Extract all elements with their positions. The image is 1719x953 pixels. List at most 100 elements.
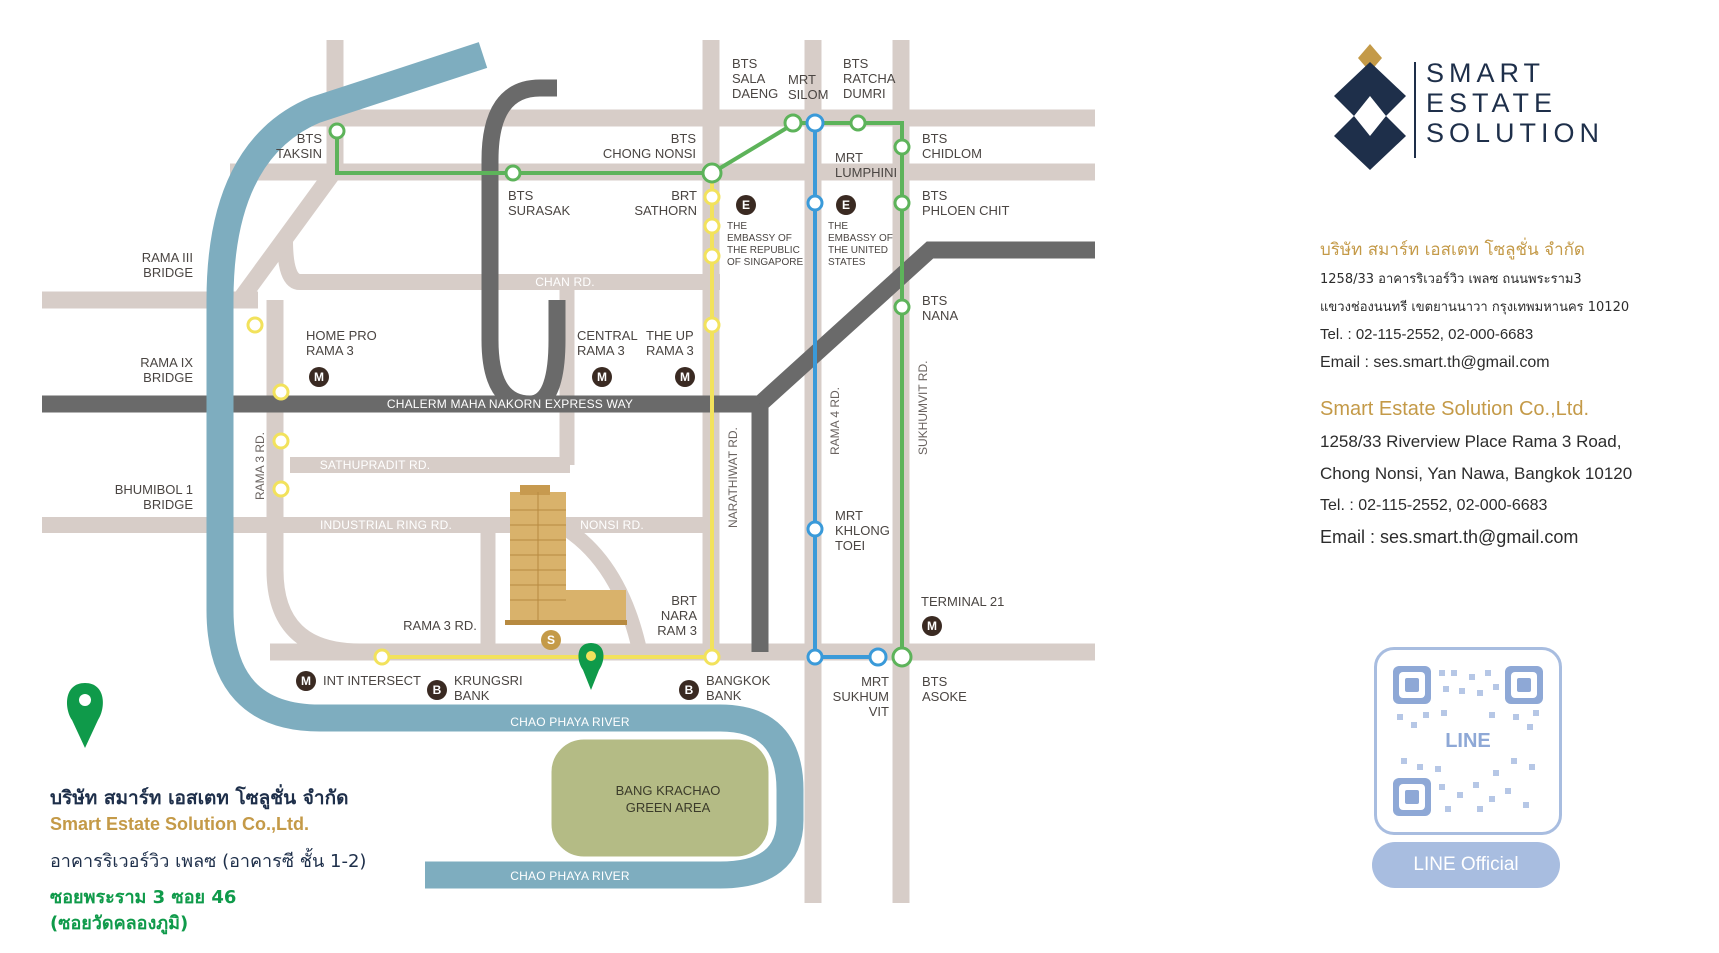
- station-brt-8[interactable]: [272, 432, 290, 450]
- station-mrt-khlong-toei[interactable]: [806, 520, 824, 538]
- legend-building: อาคารริเวอร์วิว เพลซ (อาคารซี ชั้น 1-2): [50, 851, 367, 872]
- company-name-en: Smart Estate Solution Co.,Ltd.: [1320, 398, 1590, 420]
- contact-panel: SMART ESTATE SOLUTION บริษัท สมาร์ท เอสเ…: [1300, 30, 1700, 930]
- road-nonsi-curve: [556, 518, 648, 654]
- station-bts-taksin[interactable]: [328, 122, 346, 140]
- qr-center-text: LINE: [1445, 730, 1491, 752]
- landmark-terminal21: TERMINAL 21: [921, 594, 1004, 609]
- embassy-icon-letter: E: [742, 198, 750, 212]
- station-bts-chong-nonsi[interactable]: [701, 162, 723, 184]
- road-labels: CHAN RD. CHALERM MAHA NAKORN EXPRESS WAY…: [253, 275, 930, 633]
- riverview-place-building: [505, 485, 627, 625]
- embassy-icon-singapore[interactable]: [736, 195, 756, 215]
- tel-th: Tel. : 02-115-2552, 02-000-6683: [1320, 326, 1534, 343]
- station-mrt-sukhumvit[interactable]: [868, 647, 888, 667]
- road-label-narathiwat: NARATHIWAT RD.: [726, 427, 740, 528]
- address-th-line1: 1258/33 อาคารริเวอร์วิว เพลซ ถนนพระราม3: [1320, 272, 1582, 287]
- station-brt-7[interactable]: [272, 383, 290, 401]
- chao-phraya-river: [206, 42, 804, 889]
- station-bts-chidlom[interactable]: [893, 138, 911, 156]
- road-label-nonsi: NONSI RD.: [580, 518, 644, 532]
- station-mrt-sukhumvit-2[interactable]: [806, 648, 824, 666]
- bank-icon-krungsri[interactable]: [427, 680, 447, 700]
- road-label-expressway: CHALERM MAHA NAKORN EXPRESS WAY: [387, 397, 633, 411]
- station-brt-5[interactable]: [373, 648, 391, 666]
- river-label-bottom: CHAO PHAYA RIVER: [510, 869, 630, 883]
- station-bts-asoke[interactable]: [891, 646, 913, 668]
- station-mrt-silom[interactable]: [805, 113, 825, 133]
- expressway-loop: [481, 79, 566, 413]
- location-pin-icon[interactable]: [578, 643, 604, 690]
- green-area: [548, 736, 772, 860]
- line-official-button[interactable]: LINE Official: [1372, 842, 1560, 888]
- road-label-sathupradit: SATHUPRADIT RD.: [320, 458, 431, 472]
- road-label-rama3-vertical: RAMA 3 RD.: [253, 432, 267, 500]
- station-brt-3[interactable]: [703, 247, 721, 265]
- legend: บริษัท สมาร์ท เอสเตท โซลูชั่น จำกัด Smar…: [50, 785, 510, 937]
- embassy-icon-letter: E: [842, 198, 850, 212]
- station-brt-2[interactable]: [703, 217, 721, 235]
- email-en: Email : ses.smart.th@gmail.com: [1320, 527, 1579, 547]
- legend-soi: ซอยพระราม 3 ซอย 46: [50, 887, 237, 908]
- company-name-th: บริษัท สมาร์ท เอสเตท โซลูชั่น จำกัด: [1320, 240, 1585, 260]
- company-logo: SMART ESTATE SOLUTION: [1330, 44, 1630, 174]
- station-bts-ratchadamri[interactable]: [849, 114, 867, 132]
- station-bts-surasak[interactable]: [504, 164, 522, 182]
- mall-icon-letter: M: [314, 370, 324, 384]
- line-official-label: LINE Official: [1413, 854, 1519, 875]
- mall-icon-letter: M: [301, 674, 311, 688]
- site-icon-letter: S: [547, 633, 555, 647]
- road-diag-taksin: [233, 164, 342, 306]
- road-label-industrial: INDUSTRIAL RING RD.: [320, 518, 452, 532]
- logo-word-smart: SMART: [1426, 58, 1546, 88]
- station-markers: [246, 113, 913, 668]
- site-icon[interactable]: [541, 630, 561, 650]
- station-brt-sathorn[interactable]: [703, 188, 721, 206]
- tel-en: Tel. : 02-115-2552, 02-000-6683: [1320, 497, 1548, 514]
- station-bts-phloen-chit[interactable]: [893, 194, 911, 212]
- email-th: Email : ses.smart.th@gmail.com: [1320, 354, 1550, 371]
- legend-company-th: บริษัท สมาร์ท เอสเตท โซลูชั่น จำกัด: [50, 787, 349, 809]
- mall-icon-int-intersect[interactable]: [296, 671, 316, 691]
- line-qr-code[interactable]: LINE: [1374, 647, 1562, 835]
- embassy-icon-usa[interactable]: [836, 195, 856, 215]
- landmark-int-intersect: INT INTERSECT: [323, 673, 421, 688]
- road-label-rama3: RAMA 3 RD.: [403, 618, 477, 633]
- station-brt-6[interactable]: [246, 316, 264, 334]
- bank-icon-letter: B: [433, 683, 442, 697]
- station-brt-9[interactable]: [272, 480, 290, 498]
- bank-icon-bangkok-bank[interactable]: [679, 680, 699, 700]
- station-bts-nana[interactable]: [893, 298, 911, 316]
- address-en-line2: Chong Nonsi, Yan Nawa, Bangkok 10120: [1320, 464, 1633, 483]
- station-mrt-lumphini[interactable]: [806, 194, 824, 212]
- station-brt-4[interactable]: [703, 316, 721, 334]
- mall-icon-central[interactable]: [592, 367, 612, 387]
- mall-icon-the-up[interactable]: [675, 367, 695, 387]
- station-bts-sala-daeng[interactable]: [783, 113, 803, 133]
- mall-icon-terminal21[interactable]: [922, 616, 942, 636]
- mall-icon-home-pro[interactable]: [309, 367, 329, 387]
- contact-block-th: บริษัท สมาร์ท เอสเตท โซลูชั่น จำกัด 1258…: [1320, 235, 1700, 377]
- station-brt-nara-ram3[interactable]: [703, 648, 721, 666]
- river-label-top: CHAO PHAYA RIVER: [510, 715, 630, 729]
